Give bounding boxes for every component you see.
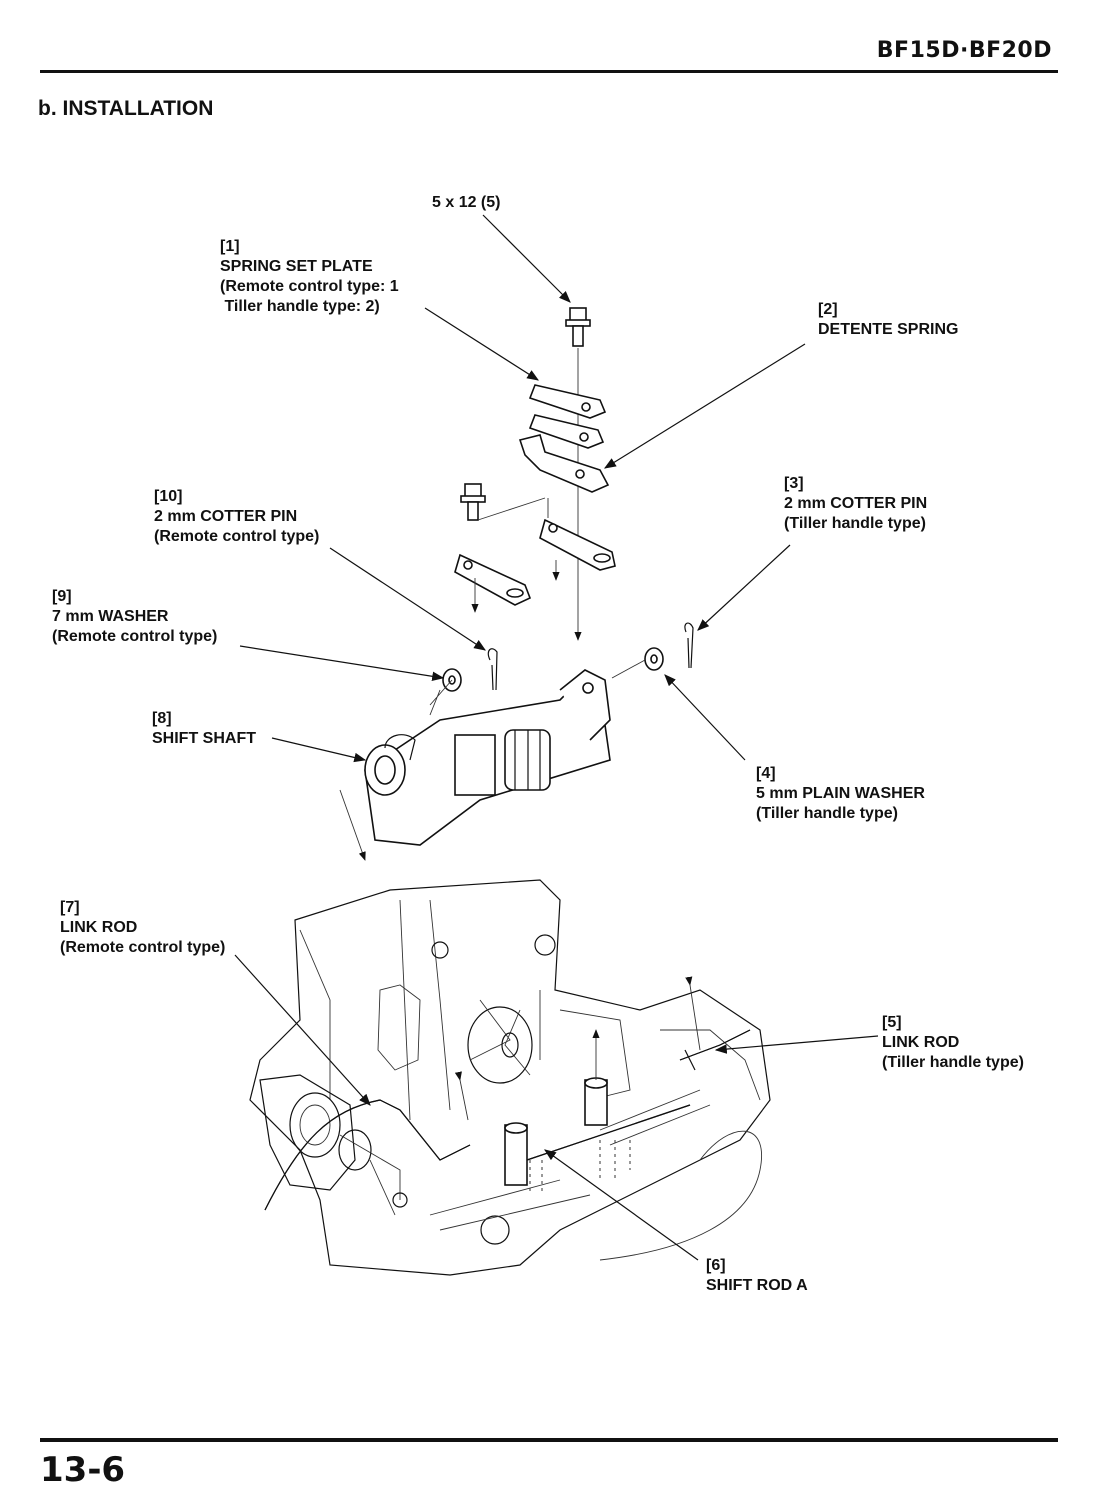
section-title: b. INSTALLATION — [38, 97, 214, 120]
callout-link-rod-remote: [7] LINK ROD (Remote control type) — [60, 899, 226, 956]
footer-rule — [40, 1438, 1058, 1442]
engine-block — [249, 879, 771, 1276]
page-number: 13-6 — [40, 1450, 126, 1490]
shift-rod-a — [504, 1077, 691, 1186]
callout-link-rod-tiller: [5] LINK ROD (Tiller handle type) — [882, 1014, 1024, 1071]
callout-washer-7mm: [9] 7 mm WASHER (Remote control type) — [52, 588, 218, 645]
washer-right — [644, 647, 664, 671]
callout-cotter-pin-tiller: [3] 2 mm COTTER PIN (Tiller handle type) — [784, 475, 928, 532]
header-model: BF15D·BF20D — [876, 38, 1052, 63]
bolt-left — [460, 483, 486, 521]
bolt-spec-label: 5 x 12 (5) — [432, 194, 501, 211]
cotter-pin-left — [487, 648, 498, 691]
link-rod-remote — [264, 1099, 471, 1211]
callout-spring-set-plate: [1] SPRING SET PLATE (Remote control typ… — [220, 238, 399, 315]
shift-plate-left — [454, 553, 532, 606]
callout-plain-washer: [4] 5 mm PLAIN WASHER (Tiller handle typ… — [756, 765, 925, 822]
detente-spring — [518, 434, 610, 493]
callout-shift-rod-a: [6] SHIFT ROD A — [706, 1257, 808, 1294]
callout-shift-shaft: [8] SHIFT SHAFT — [152, 710, 256, 747]
bolt-top — [565, 307, 591, 347]
callout-cotter-pin-remote: [10] 2 mm COTTER PIN (Remote control typ… — [154, 488, 320, 545]
header-rule — [40, 70, 1058, 73]
spring-set-plate — [528, 384, 607, 449]
shift-plate-right — [539, 518, 616, 571]
callout-detente-spring: [2] DETENTE SPRING — [818, 301, 959, 338]
shift-shaft — [364, 669, 611, 846]
cotter-pin-right — [684, 622, 694, 669]
link-rod-tiller — [679, 1029, 751, 1071]
